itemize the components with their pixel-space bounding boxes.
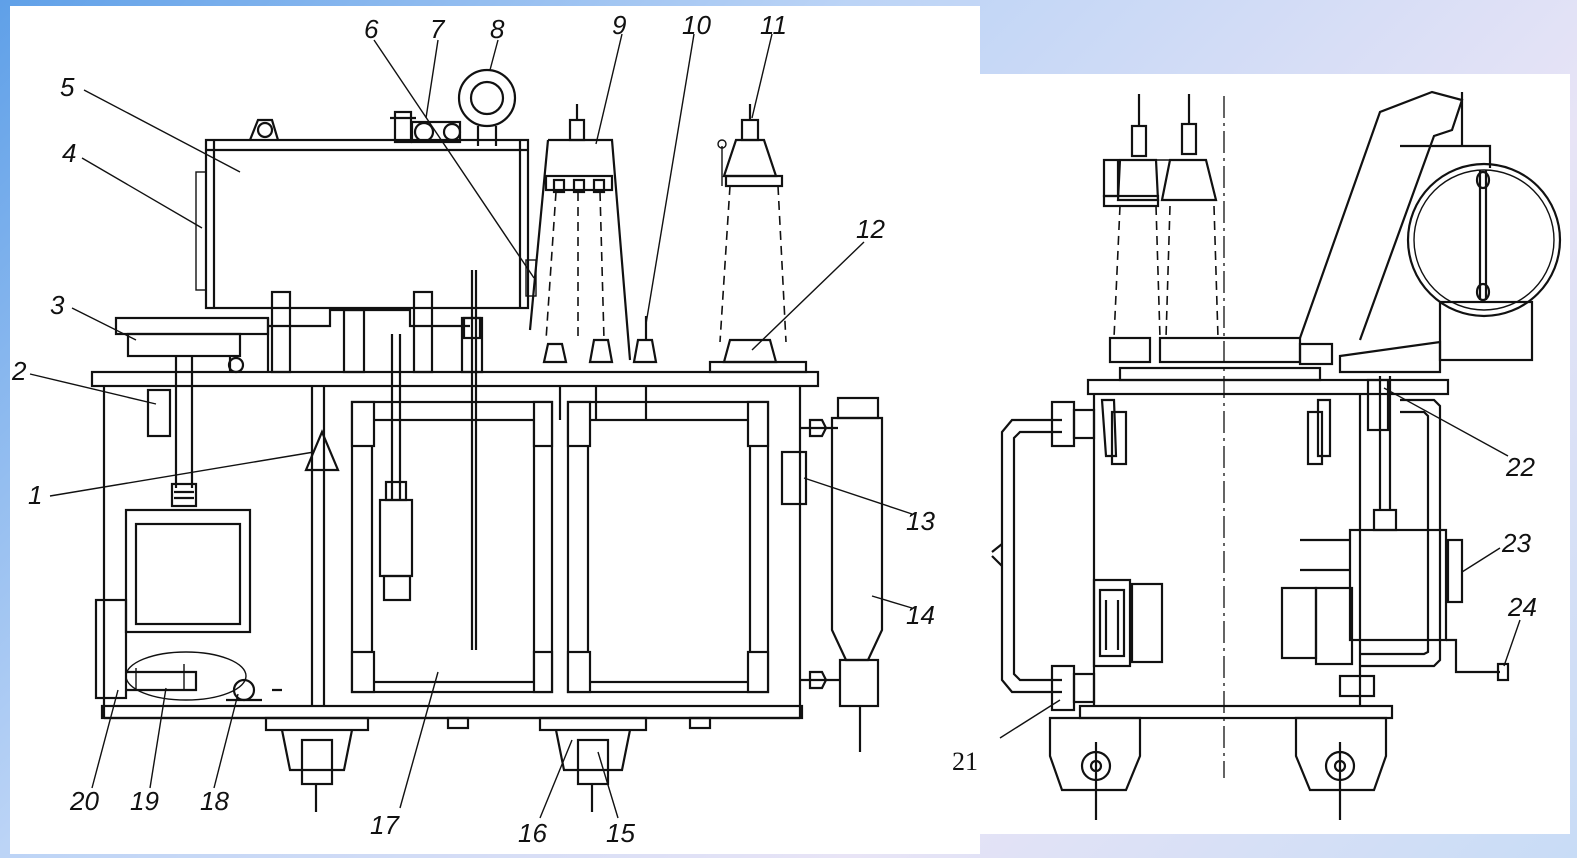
- label-8: 8: [490, 14, 505, 44]
- front-view-labels: 1 2 3 4 5 6 7 8 9 10 11 12 13 14 15 16 1…: [11, 10, 935, 848]
- label-5: 5: [60, 72, 75, 102]
- side-windings: [1092, 578, 1354, 668]
- label-1: 1: [28, 480, 42, 510]
- label-3: 3: [50, 290, 65, 320]
- label-9: 9: [612, 10, 626, 40]
- label-22: 22: [1505, 452, 1535, 482]
- label-11: 11: [760, 10, 787, 40]
- label-19: 19: [130, 786, 159, 816]
- side-view-panel: [980, 74, 1570, 834]
- tank-cover: [90, 290, 820, 388]
- label-13: 13: [906, 506, 935, 536]
- lv-bushing: [708, 104, 808, 374]
- label-20: 20: [69, 786, 99, 816]
- tap-changer: [146, 356, 198, 508]
- leader-lines: [29, 33, 913, 819]
- side-view-drawing: 21 22 23 24: [952, 90, 1562, 820]
- label-7: 7: [430, 14, 446, 44]
- side-leader-lines: [999, 387, 1521, 739]
- radiator-cooler: [780, 396, 884, 752]
- conservator-tank: [195, 118, 537, 310]
- wheel-carriages: [264, 716, 712, 812]
- label-16: 16: [518, 818, 547, 848]
- core-and-windings: [350, 270, 770, 694]
- label-4: 4: [62, 138, 76, 168]
- side-left-piping: [991, 400, 1096, 712]
- side-right-piping: [1300, 376, 1510, 698]
- label-17: 17: [370, 810, 400, 840]
- hv-bushings: [528, 104, 658, 364]
- side-wheels: [1048, 716, 1388, 820]
- side-tank: [1078, 96, 1450, 778]
- label-24: 24: [1507, 592, 1537, 622]
- label-14: 14: [906, 600, 935, 630]
- front-view-drawing: 1 2 3 4 5 6 7 8 9 10 11 12 13 14 15 16 1…: [11, 10, 935, 848]
- control-cabinet: [94, 508, 252, 701]
- pressure-relief: [304, 429, 340, 472]
- front-view-panel: [10, 6, 980, 854]
- side-bushings: [1102, 94, 1302, 364]
- label-23: 23: [1501, 528, 1531, 558]
- label-15: 15: [606, 818, 635, 848]
- label-21: 21: [952, 747, 978, 776]
- side-view-labels: 21 22 23 24: [952, 452, 1537, 776]
- side-conservator: [1298, 90, 1562, 374]
- gas-relay: [390, 110, 462, 144]
- tank-body: [100, 386, 804, 720]
- air-dryer: [457, 68, 517, 146]
- label-6: 6: [364, 14, 379, 44]
- label-18: 18: [200, 786, 229, 816]
- label-10: 10: [682, 10, 711, 40]
- label-2: 2: [11, 356, 27, 386]
- label-12: 12: [856, 214, 885, 244]
- thermometer: [226, 678, 282, 702]
